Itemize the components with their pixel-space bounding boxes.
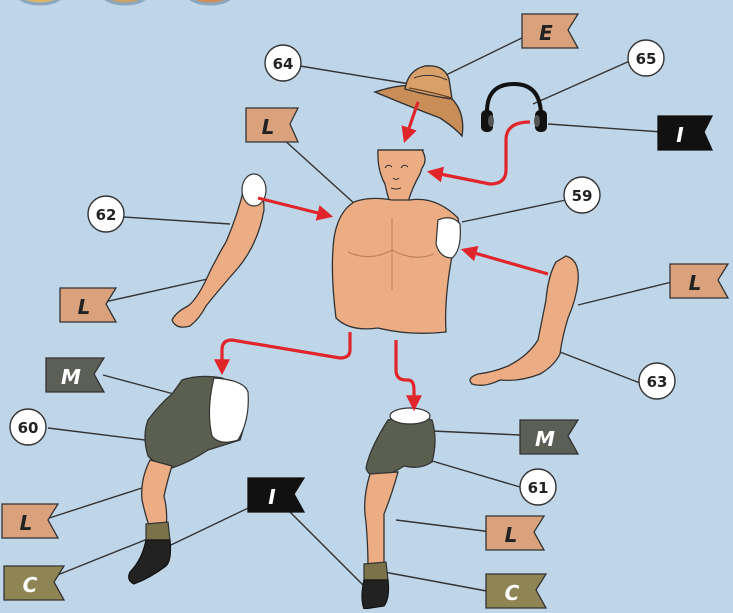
svg-text:L: L (78, 295, 91, 319)
flag-left-shorts-M: M (46, 358, 104, 392)
svg-text:E: E (539, 21, 553, 45)
part-number-61: 61 (520, 469, 556, 505)
part-number-65: 65 (628, 40, 664, 76)
svg-text:60: 60 (18, 419, 39, 437)
svg-text:L: L (689, 271, 702, 295)
svg-text:63: 63 (647, 373, 668, 391)
torso (332, 150, 460, 333)
flag-left-sock-C: C (4, 566, 64, 600)
part-number-63: 63 (639, 363, 675, 399)
svg-text:59: 59 (572, 187, 593, 205)
svg-text:61: 61 (528, 479, 549, 497)
svg-text:L: L (262, 115, 275, 139)
svg-text:C: C (23, 573, 38, 597)
left-arm (172, 174, 266, 327)
svg-text:65: 65 (636, 50, 657, 68)
flag-right-leg-L: L (486, 516, 544, 550)
flag-right-sock-C: C (486, 574, 546, 608)
flag-left-leg-L: L (2, 504, 58, 538)
flag-left-arm-L: L (60, 288, 116, 322)
flag-hat-E: E (522, 14, 578, 48)
flag-torso-L: L (246, 108, 298, 142)
part-number-60: 60 (10, 409, 46, 445)
svg-text:I: I (676, 123, 684, 147)
part-number-59: 59 (564, 177, 600, 213)
right-arm (470, 256, 578, 385)
svg-text:M: M (61, 365, 81, 389)
flag-boots-I: I (248, 478, 304, 512)
left-leg (129, 376, 249, 584)
svg-text:L: L (505, 523, 518, 547)
svg-text:I: I (268, 485, 276, 509)
svg-text:M: M (535, 427, 555, 451)
flag-right-arm-L: L (670, 264, 728, 298)
pith-helmet (375, 66, 463, 136)
part-number-64: 64 (265, 45, 301, 81)
top-swatches (16, 0, 234, 4)
svg-text:64: 64 (273, 55, 294, 73)
svg-text:C: C (505, 581, 520, 605)
flag-right-shorts-M: M (520, 420, 578, 454)
svg-text:L: L (20, 511, 33, 535)
part-number-62: 62 (88, 196, 124, 232)
flag-headphones-I: I (658, 116, 712, 150)
svg-text:62: 62 (96, 206, 117, 224)
